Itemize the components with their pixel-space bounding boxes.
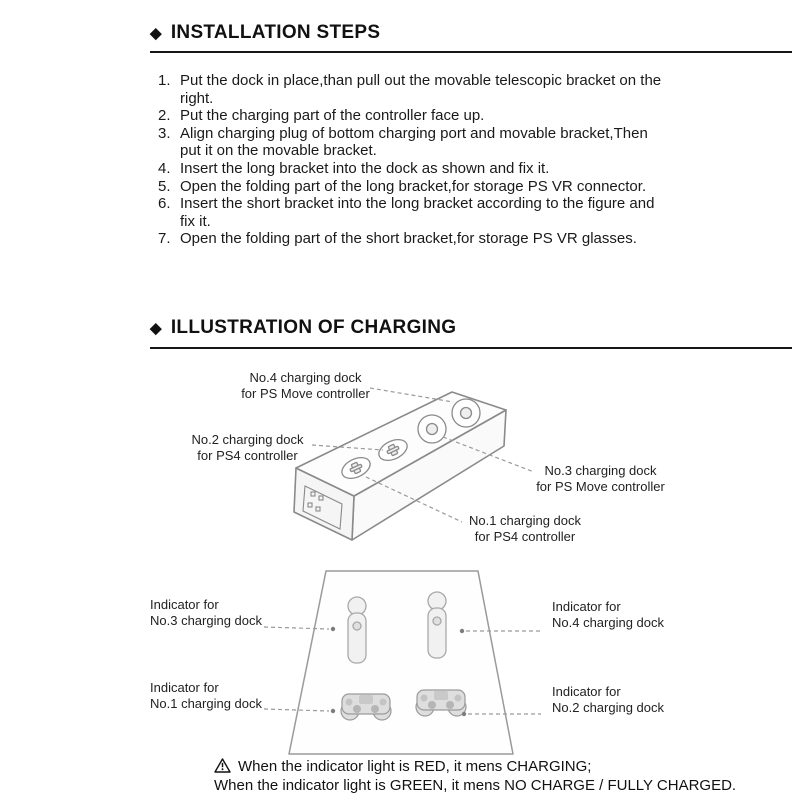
step-number: 7. — [158, 230, 171, 248]
footer-note: When the indicator light is RED, it mens… — [214, 757, 792, 795]
charging-section-title: ◆ ILLUSTRATION OF CHARGING — [150, 317, 456, 339]
installation-step: 3. Align charging plug of bottom chargin… — [158, 125, 663, 160]
step-text: Align charging plug of bottom charging p… — [180, 124, 648, 160]
installation-step: 1. Put the dock in place,than pull out t… — [158, 72, 663, 107]
label-indicator-no4: Indicator for No.4 charging dock — [552, 599, 692, 630]
step-text: Open the folding part of the short brack… — [180, 230, 637, 248]
label-line: No.1 charging dock — [468, 513, 581, 528]
installation-step: 4. Insert the long bracket into the dock… — [158, 160, 663, 178]
installation-steps-list: 1. Put the dock in place,than pull out t… — [158, 72, 663, 248]
label-line: No.4 charging dock — [249, 370, 362, 385]
label-line: No.2 charging dock — [191, 432, 304, 447]
label-indicator-no1: Indicator for No.1 charging dock — [150, 680, 280, 711]
section-divider — [150, 51, 792, 53]
leader-line — [311, 387, 535, 523]
move-dock-cup — [417, 398, 481, 444]
move-controller — [347, 591, 447, 664]
footer-line2: When the indicator light is GREEN, it me… — [214, 777, 737, 794]
charging-dock-illustration — [293, 387, 535, 541]
label-line: No.1 charging dock — [150, 695, 263, 711]
dock-topview-illustration — [263, 570, 541, 755]
installation-step: 2. Put the charging part of the controll… — [158, 107, 663, 125]
indicator-panel — [302, 485, 343, 530]
dock-topview-outline — [288, 570, 514, 755]
step-number: 1. — [158, 72, 171, 89]
label-no1-dock: No.1 charging dock for PS4 controller — [450, 513, 600, 544]
label-no4-dock: No.4 charging dock for PS Move controlle… — [228, 370, 383, 401]
step-number: 5. — [158, 177, 171, 195]
step-number: 6. — [158, 195, 171, 213]
installation-section-title: ◆ INSTALLATION STEPS — [150, 22, 380, 44]
ps4-dock-port — [341, 439, 408, 479]
label-line: No.4 charging dock — [552, 614, 665, 630]
installation-step: 5. Open the folding part of the long bra… — [158, 178, 663, 196]
installation-step: 7. Open the folding part of the short br… — [158, 230, 663, 248]
installation-title-text: INSTALLATION STEPS — [170, 22, 381, 43]
warning-icon — [214, 758, 231, 773]
ps4-controller — [340, 689, 467, 721]
step-number: 2. — [158, 107, 171, 125]
diamond-icon: ◆ — [150, 319, 162, 337]
label-line: Indicator for — [150, 680, 219, 695]
label-line: No.2 charging dock — [552, 699, 665, 715]
step-number: 3. — [158, 124, 171, 142]
installation-step: 6. Insert the short bracket into the lon… — [158, 195, 663, 230]
step-text: Open the folding part of the long bracke… — [180, 177, 647, 195]
label-indicator-no3: Indicator for No.3 charging dock — [150, 597, 280, 628]
label-line: No.3 charging dock — [544, 463, 657, 478]
step-text: Insert the long bracket into the dock as… — [180, 159, 550, 177]
diamond-icon: ◆ — [150, 24, 162, 42]
label-line: for PS4 controller — [197, 447, 298, 463]
label-line: for PS Move controller — [536, 478, 665, 494]
label-line: Indicator for — [552, 599, 621, 614]
label-line: Indicator for — [150, 597, 219, 612]
label-indicator-no2: Indicator for No.2 charging dock — [552, 684, 692, 715]
label-line: Indicator for — [552, 684, 621, 699]
label-line: for PS4 controller — [474, 528, 576, 544]
step-text: Put the dock in place,than pull out the … — [180, 72, 662, 107]
footer-line1: When the indicator light is RED, it mens… — [238, 758, 592, 775]
step-number: 4. — [158, 159, 171, 177]
label-line: for PS Move controller — [241, 385, 370, 401]
label-no3-dock: No.3 charging dock for PS Move controlle… — [518, 463, 683, 494]
leader-line — [263, 626, 541, 715]
indicator-dot — [330, 626, 467, 717]
label-line: No.3 charging dock — [150, 612, 263, 628]
label-no2-dock: No.2 charging dock for PS4 controller — [170, 432, 325, 463]
section-divider — [150, 347, 792, 349]
step-text: Insert the short bracket into the long b… — [180, 195, 655, 230]
charging-title-text: ILLUSTRATION OF CHARGING — [170, 317, 457, 338]
step-text: Put the charging part of the controller … — [180, 107, 485, 125]
